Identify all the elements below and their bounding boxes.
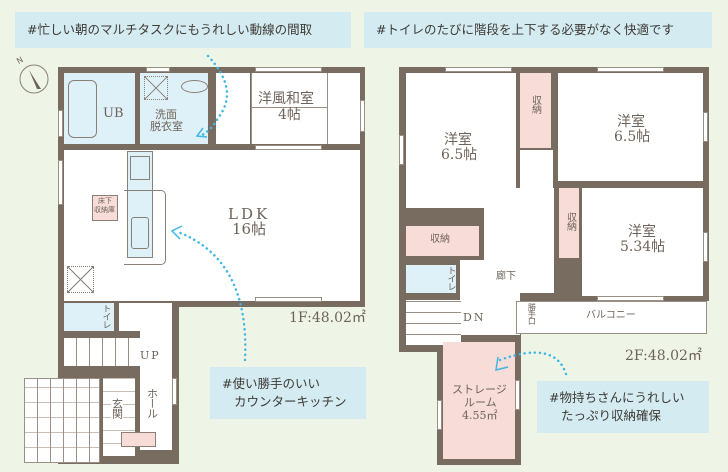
- closet-ne: [520, 73, 551, 148]
- closet-se-label: 収納: [564, 212, 576, 230]
- window: [597, 296, 664, 301]
- window: [255, 67, 322, 72]
- room-entrance-label: 玄関: [110, 398, 124, 418]
- callout-toilet-text: #トイレのたびに階段を上下する必要がなく快適です: [376, 22, 674, 37]
- room-passage: [216, 73, 250, 144]
- service-door-label: 勝手口: [527, 303, 537, 324]
- room-ub-label: UB: [103, 106, 124, 121]
- room-washroom-label-1: 洗面: [155, 108, 177, 121]
- counter-bar: [124, 190, 166, 265]
- room-west-bedroom-label-1: 洋室: [444, 132, 472, 148]
- callout-storage-line2: たっぷり収納確保: [561, 408, 662, 423]
- underfloor-storage-label-2: 収納庫: [94, 206, 115, 214]
- window: [58, 110, 63, 137]
- tatami-line: [251, 107, 328, 108]
- closet-se: [559, 188, 579, 258]
- room-ldk-label-2: 16帖: [232, 220, 267, 238]
- callout-multitask: #忙しい朝のマルチタスクにもうれしい動線の間取: [15, 12, 351, 48]
- room-toilet-1f-label: トイレ: [100, 304, 111, 328]
- room-japanese-style-label-2: 4帖: [278, 107, 301, 123]
- room-se-bedroom-label-1: 洋室: [628, 224, 656, 240]
- callout-storage-line1: #物持ちさんにうれしい: [549, 390, 685, 405]
- window: [58, 160, 63, 205]
- stairs-1f: [64, 338, 140, 366]
- storage-room-label-1: ストレージ: [452, 383, 507, 396]
- room-toilet-1f: [64, 303, 114, 331]
- window: [255, 145, 322, 150]
- callout-storage: #物持ちさんにうれしい たっぷり収納確保: [537, 381, 709, 433]
- balcony: [516, 301, 707, 334]
- room-ne-bedroom: [558, 73, 703, 181]
- room-japanese-style-label-1: 洋風和室: [258, 91, 314, 107]
- porch: [24, 378, 100, 463]
- window: [360, 100, 365, 132]
- compass-icon: [19, 64, 49, 94]
- room-ldk-label-1: LDK: [228, 205, 271, 223]
- stairs-2f: [406, 300, 461, 345]
- room-ne-bedroom-label-1: 洋室: [617, 114, 645, 130]
- underfloor-storage-label-1: 床下: [98, 197, 112, 205]
- storage-marker: [67, 266, 94, 293]
- window: [515, 380, 520, 410]
- corridor: [460, 260, 520, 335]
- stove-icon: [130, 156, 150, 180]
- callout-kitchen: #使い勝手のいい カウンターキッチン: [210, 367, 366, 419]
- room-hall-label: ホール: [145, 388, 159, 418]
- stairs-2f-label: DN: [463, 311, 486, 324]
- window: [146, 67, 170, 72]
- room-toilet-2f-label: トイレ: [445, 266, 456, 290]
- callout-toilet: #トイレのたびに階段を上下する必要がなく快適です: [364, 12, 712, 48]
- closet-ne-label: 収納: [529, 95, 541, 113]
- room-west-bedroom: [406, 73, 516, 208]
- balcony-label: バルコニー: [586, 310, 636, 321]
- window: [172, 378, 177, 405]
- room-hall: [140, 303, 172, 450]
- floor-1-area: 1F:48.02㎡: [289, 310, 366, 326]
- kitchen-sink: [131, 217, 149, 249]
- stairs-1f-label: UP: [140, 349, 161, 362]
- window: [597, 67, 664, 72]
- window: [399, 135, 404, 165]
- bathtub: [68, 80, 97, 138]
- window: [703, 232, 708, 262]
- window: [445, 67, 512, 72]
- room-west-bedroom-label-2: 6.5帖: [441, 147, 478, 163]
- room-ub: [64, 73, 135, 144]
- compass: N: [15, 55, 51, 96]
- room-se-bedroom: [582, 188, 703, 296]
- closet-west: [406, 226, 479, 256]
- window: [437, 400, 442, 430]
- floor-2-area: 2F:48.02㎡: [625, 348, 702, 364]
- room-washroom-label-2: 脱衣室: [150, 120, 183, 133]
- washing-machine-space: [144, 76, 168, 100]
- corridor: [520, 150, 553, 190]
- callout-multitask-text: #忙しい朝のマルチタスクにもうれしい動線の間取: [27, 22, 313, 37]
- storage-room-label-2: ルーム: [464, 396, 497, 409]
- shoe-storage: [121, 432, 156, 447]
- room-toilet-2f: [406, 265, 456, 293]
- window: [255, 297, 322, 302]
- room-ne-bedroom-label-2: 6.5帖: [614, 129, 651, 145]
- room-ldk: [64, 150, 360, 301]
- storage-room-label-3: 4.55㎡: [462, 409, 498, 422]
- callout-kitchen-line1: #使い勝手のいい: [222, 376, 320, 391]
- window: [703, 112, 708, 142]
- closet-west-label: 収納: [430, 234, 450, 245]
- room-japanese-style: [252, 73, 360, 144]
- room-se-bedroom-label-2: 5.34帖: [620, 239, 666, 255]
- tatami-line: [251, 73, 328, 144]
- room-toilet-door: [119, 303, 141, 331]
- corridor-label: 廊下: [496, 271, 516, 282]
- sink: [181, 80, 208, 93]
- underfloor-storage: [92, 195, 118, 221]
- callout-kitchen-line2: カウンターキッチン: [234, 394, 347, 409]
